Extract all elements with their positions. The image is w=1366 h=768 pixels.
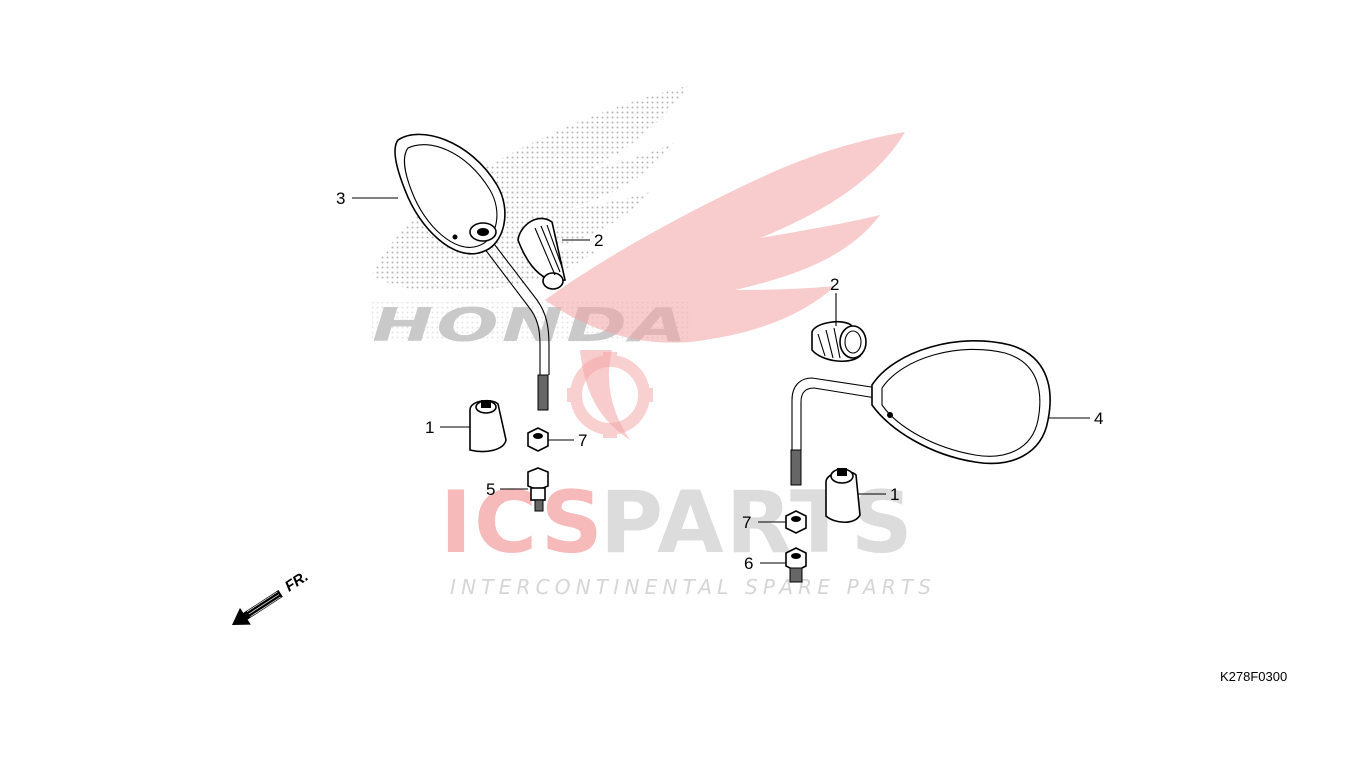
left-cover[interactable] <box>469 399 507 453</box>
front-direction-marker: FR. <box>232 568 312 625</box>
right-cover[interactable] <box>825 468 861 524</box>
drawing-code: K278F0300 <box>1220 669 1287 684</box>
left-mirror-head[interactable] <box>394 133 506 255</box>
callout-right-rubber-boot[interactable]: 2 <box>830 275 839 294</box>
callout-left-rubber-boot[interactable]: 2 <box>594 231 603 250</box>
ics-watermark: ICS <box>440 473 605 573</box>
callout-right-cover[interactable]: 1 <box>890 485 899 504</box>
left-adapter-bolt[interactable] <box>527 467 549 512</box>
right-thread-stud <box>790 449 802 486</box>
right-mirror-assembly <box>785 320 1051 583</box>
gear-icon <box>567 352 653 438</box>
callout-right-mirror[interactable]: 4 <box>1094 409 1103 428</box>
right-mirror-head[interactable] <box>871 339 1051 465</box>
parts-watermark: PARTS <box>600 473 915 573</box>
left-nut[interactable] <box>527 427 549 452</box>
front-arrow-icon <box>232 590 283 625</box>
left-rubber-boot[interactable] <box>517 217 566 290</box>
callout-left-mirror[interactable]: 3 <box>336 189 345 208</box>
right-adapter-bolt[interactable] <box>785 547 807 583</box>
front-label: FR. <box>282 568 312 595</box>
right-nut[interactable] <box>785 510 807 534</box>
callout-left-adapter-bolt[interactable]: 5 <box>486 480 495 499</box>
leader-lines <box>352 197 1090 564</box>
right-rubber-boot[interactable] <box>811 320 867 363</box>
left-thread-stud <box>537 374 549 411</box>
left-mirror-assembly <box>394 133 566 512</box>
callout-right-adapter-bolt[interactable]: 6 <box>744 554 753 573</box>
callout-left-nut[interactable]: 7 <box>578 431 587 450</box>
callout-left-cover[interactable]: 1 <box>425 418 434 437</box>
callouts: 3 2 1 7 5 2 4 1 7 6 <box>336 189 1103 573</box>
callout-right-nut[interactable]: 7 <box>742 513 751 532</box>
tagline-watermark: INTERCONTINENTAL SPARE PARTS <box>450 575 934 599</box>
